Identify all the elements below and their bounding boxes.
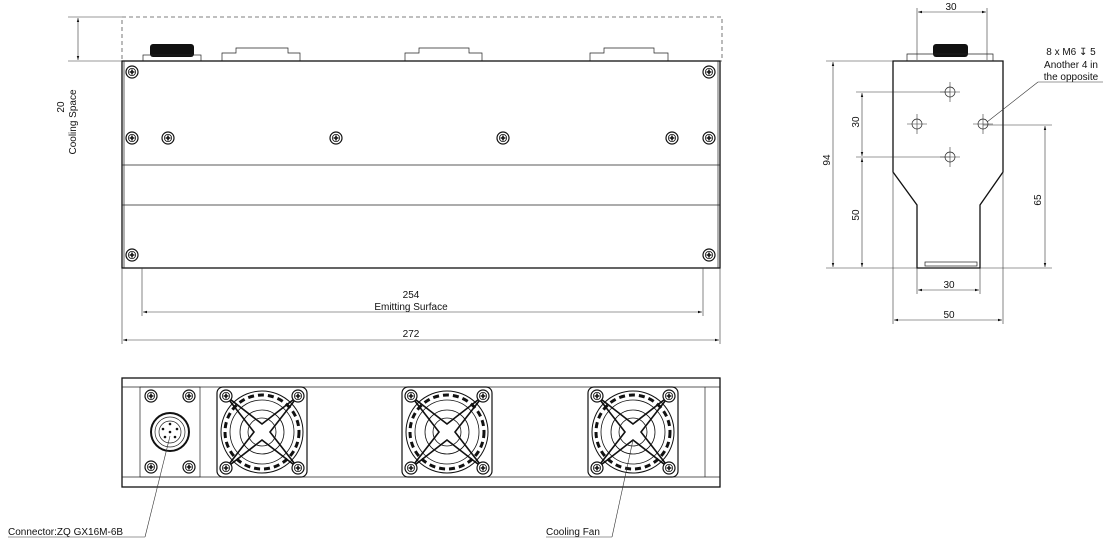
cooling-space-value: 20	[56, 101, 67, 113]
top-connectors	[142, 44, 669, 62]
bottom-view: document.currentScript.insertAdjacentHTM…	[8, 377, 721, 538]
housing-bottom	[121, 377, 721, 488]
total-width: 272	[403, 329, 420, 340]
emitting-label: Emitting Surface	[374, 302, 448, 313]
connector-panel	[139, 386, 201, 478]
lower-height: 50	[851, 209, 862, 221]
screws	[125, 65, 716, 262]
height-total: 94	[822, 154, 833, 166]
fan-2	[402, 387, 492, 477]
emitting-width: 254	[403, 290, 420, 301]
hole-note: 8 x M6 ↧ 5 Another 4 in the opposite	[1044, 47, 1099, 83]
connector-label: Connector:ZQ GX16M-6B	[8, 527, 123, 538]
housing-front	[121, 60, 721, 269]
hole-spacing: 30	[851, 116, 862, 128]
right-height: 65	[1033, 194, 1044, 206]
cooling-space-outline	[121, 16, 723, 62]
svg-text:the opposite: the opposite	[1044, 72, 1099, 83]
front-view: 20 Cooling Space 254 Emitting Surface 27…	[56, 16, 723, 344]
fan-3	[588, 387, 678, 477]
base-width: 50	[943, 310, 955, 321]
fan-1	[217, 387, 307, 477]
side-view: 30 94 30 50 65 30 50 8 x M6 ↧ 5 Another …	[822, 2, 1103, 324]
fan-label: Cooling Fan	[546, 527, 600, 538]
svg-text:8 x M6 ↧ 5: 8 x M6 ↧ 5	[1046, 47, 1096, 58]
bottom-width: 30	[943, 280, 955, 291]
svg-text:Another 4 in: Another 4 in	[1044, 60, 1098, 71]
cooling-space-label: Cooling Space	[68, 89, 79, 154]
mounting-holes	[907, 82, 993, 167]
top-width: 30	[945, 2, 957, 13]
